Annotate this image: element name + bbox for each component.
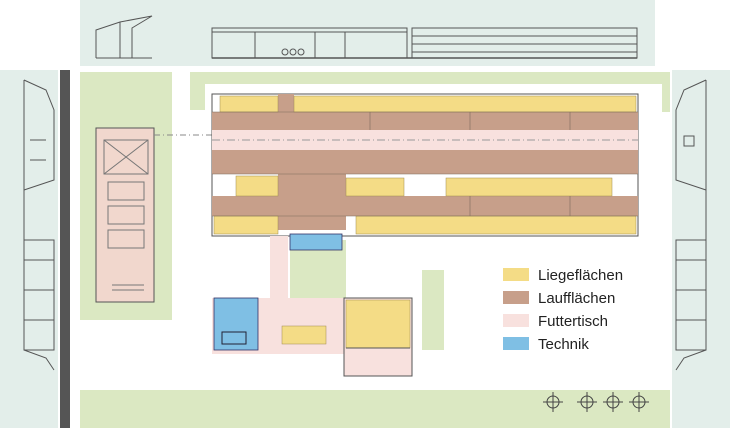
- legend-label-futtertisch: Futtertisch: [538, 313, 608, 330]
- technik-areas: [213, 233, 343, 351]
- legend-swatch-technik: [503, 337, 529, 350]
- legend-item-technik: Technik: [503, 336, 589, 353]
- south-annex: [281, 297, 413, 377]
- left-road: [60, 70, 70, 428]
- legend-swatch-futtertisch: [503, 314, 529, 327]
- stall-lines: [212, 111, 638, 217]
- left-elevation-background: [0, 70, 58, 428]
- north-arrow-icon: [603, 392, 623, 412]
- legend-label-laufflaechen: Laufflächen: [538, 290, 615, 307]
- tank-outline: [221, 331, 247, 345]
- north-arrow-icon: [577, 392, 597, 412]
- legend-item-futtertisch: Futtertisch: [503, 313, 608, 330]
- north-arrow-icon: [543, 392, 563, 412]
- legend-label-liegeflaechen: Liegeflächen: [538, 267, 623, 284]
- top-elevation: [95, 15, 638, 59]
- left-elevation: [23, 79, 55, 371]
- legend-label-technik: Technik: [538, 336, 589, 353]
- right-elevation-background: [672, 70, 730, 428]
- legend-item-laufflaechen: Laufflächen: [503, 290, 615, 307]
- legend-item-liegeflaechen: Liegeflächen: [503, 267, 623, 284]
- lauf-areas: [212, 94, 638, 230]
- top-elevation-background: [80, 0, 655, 66]
- north-arrow-icon: [629, 392, 649, 412]
- left-storage-building: [95, 127, 155, 303]
- right-elevation: [675, 79, 707, 371]
- liege-areas: [213, 95, 637, 235]
- north-arrows: [543, 392, 649, 412]
- legend-swatch-laufflaechen: [503, 291, 529, 304]
- legend-swatch-liegeflaechen: [503, 268, 529, 281]
- legend: Liegeflächen Laufflächen Futtertisch Tec…: [503, 267, 623, 353]
